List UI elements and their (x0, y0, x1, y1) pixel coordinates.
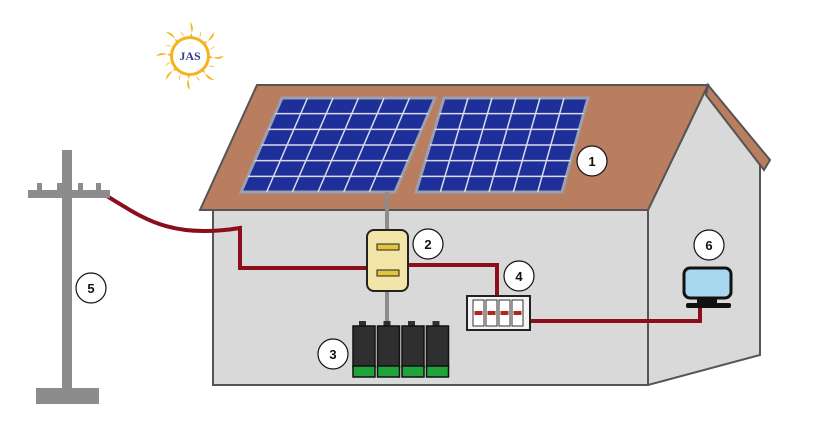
pole-shaft (62, 150, 72, 390)
breaker-indicator (513, 311, 522, 315)
callout-5: 5 (75, 272, 107, 304)
callout-3: 3 (317, 338, 349, 370)
battery-cell (425, 325, 450, 368)
battery-cell (352, 325, 376, 368)
callout-number: 6 (705, 238, 712, 253)
callout-2: 2 (412, 228, 444, 260)
callout-circle (503, 260, 535, 292)
callout-1: 1 (576, 145, 608, 177)
callout-number: 1 (588, 154, 595, 169)
battery-cell (401, 325, 425, 368)
inverter-breaker-icon (466, 295, 531, 331)
solar-panel-array-icon (238, 96, 590, 194)
pole-crossarm (28, 190, 110, 198)
breaker-indicator (500, 311, 509, 315)
battery-terminal (383, 321, 391, 327)
controller-bottom-slot (376, 269, 400, 277)
monitor-stand (697, 298, 717, 304)
callout-number: 5 (87, 281, 94, 296)
battery-bank-icon (352, 321, 450, 378)
wiring (99, 190, 702, 326)
battery-terminal (432, 321, 440, 327)
sun-ray (156, 53, 174, 59)
callout-number: 2 (424, 237, 431, 252)
callout-number: 4 (515, 269, 523, 284)
battery-cell (376, 325, 401, 368)
sun-ray (187, 22, 193, 40)
pole-base (36, 388, 99, 404)
callout-circle (75, 272, 107, 304)
monitor-screen (682, 266, 733, 300)
controller-top-slot (376, 243, 400, 251)
sun-logo: JAS (156, 22, 224, 90)
inverter-to-monitor-cable (530, 305, 702, 323)
insulator-2 (57, 183, 62, 191)
controller-body (366, 229, 409, 292)
appliance-monitor-icon (682, 266, 733, 308)
sun-ray (206, 53, 224, 59)
controller-to-inverter-cable (408, 263, 499, 296)
callout-6: 6 (693, 229, 725, 261)
battery-terminal (359, 321, 366, 327)
callout-circle (317, 338, 349, 370)
charge-controller-icon (366, 229, 409, 292)
battery-base (425, 365, 450, 378)
battery-base (401, 365, 425, 378)
sun-disc (173, 39, 207, 73)
insulator-1 (37, 183, 42, 191)
roof-eave (704, 82, 772, 172)
utility-pole-icon (28, 150, 110, 404)
insulator-3 (78, 183, 83, 191)
breaker-indicator (487, 311, 496, 315)
grid-to-controller-cable (99, 190, 370, 270)
battery-base (352, 365, 376, 378)
callout-circle (693, 229, 725, 261)
callout-number: 3 (329, 347, 336, 362)
battery-base (376, 365, 401, 378)
battery-terminal (408, 321, 415, 327)
logo-text: JAS (179, 49, 201, 63)
callout-circle (412, 228, 444, 260)
sun-ray (187, 72, 193, 90)
breaker-indicator (474, 311, 483, 315)
insulator-4 (96, 183, 101, 191)
monitor-base (686, 303, 731, 308)
callout-4: 4 (503, 260, 535, 292)
callout-circle (576, 145, 608, 177)
